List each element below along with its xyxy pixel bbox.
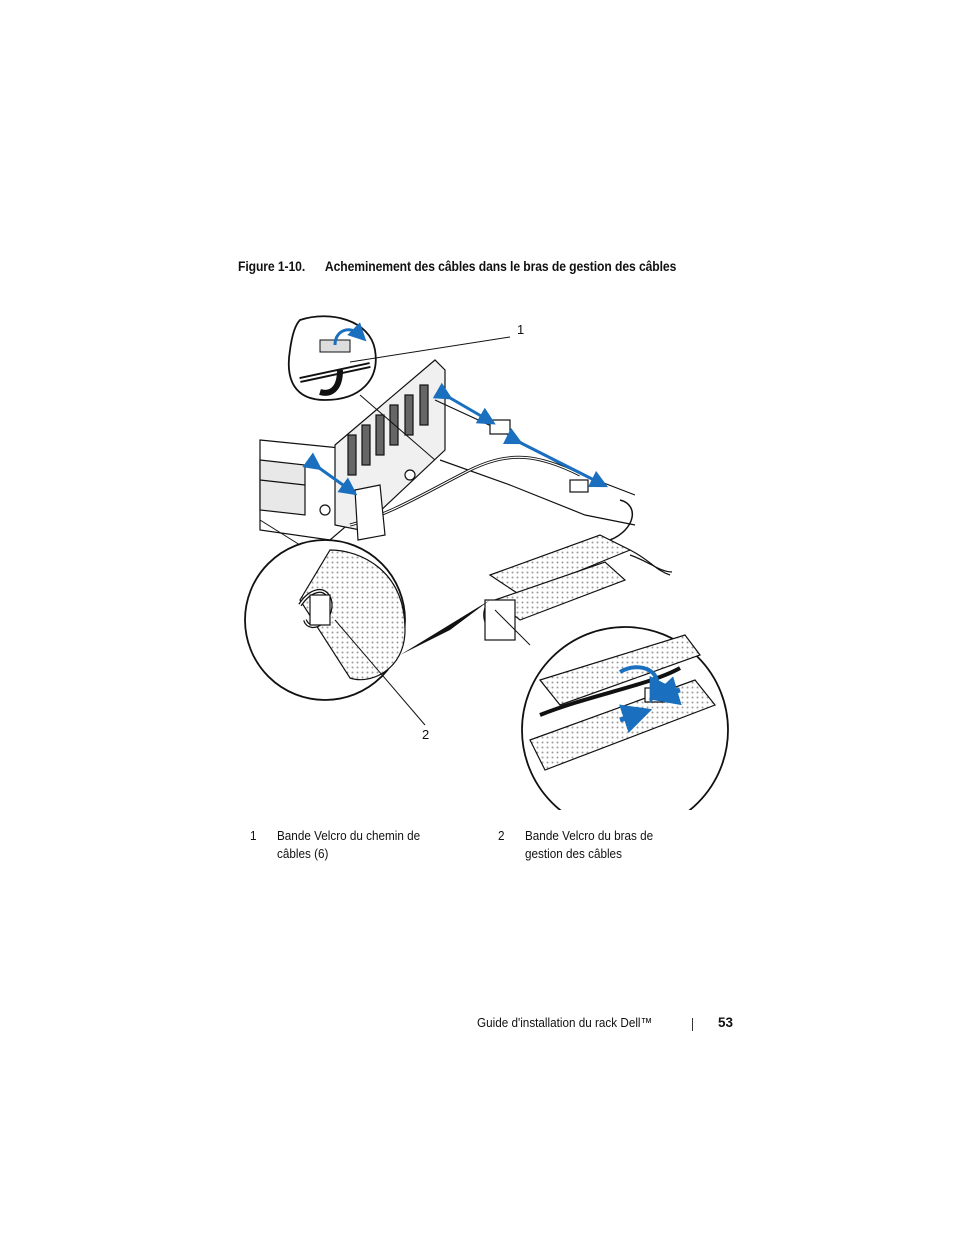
direction-arrows bbox=[302, 382, 609, 496]
figure-title: Acheminement des câbles dans le bras de … bbox=[324, 259, 677, 274]
callout-2: 2 bbox=[422, 727, 430, 742]
callout-line-1 bbox=[349, 336, 511, 363]
callout-1: 1 bbox=[517, 322, 525, 337]
legend-index: 1 bbox=[250, 828, 257, 843]
cable-routing-illustration bbox=[244, 315, 729, 810]
cable-arm bbox=[483, 534, 673, 641]
legend-text: Bande Velcro du bras de gestion des câbl… bbox=[525, 828, 654, 861]
legend-text: Bande Velcro du chemin de câbles (6) bbox=[277, 828, 421, 861]
callout-line-2 bbox=[334, 619, 426, 726]
footer-title: Guide d'installation du rack Dell™ bbox=[477, 1015, 653, 1030]
figure-number: Figure 1-10. bbox=[238, 259, 306, 274]
detail-circle-left bbox=[244, 519, 490, 701]
detail-circle-top bbox=[287, 315, 436, 461]
page-number: 53 bbox=[718, 1015, 734, 1030]
legend-index: 2 bbox=[498, 828, 505, 843]
figure-caption: Figure 1-10. Acheminement des câbles dans… bbox=[238, 259, 676, 274]
footer-separator bbox=[692, 1018, 693, 1031]
detail-circle-bottom bbox=[494, 609, 729, 810]
